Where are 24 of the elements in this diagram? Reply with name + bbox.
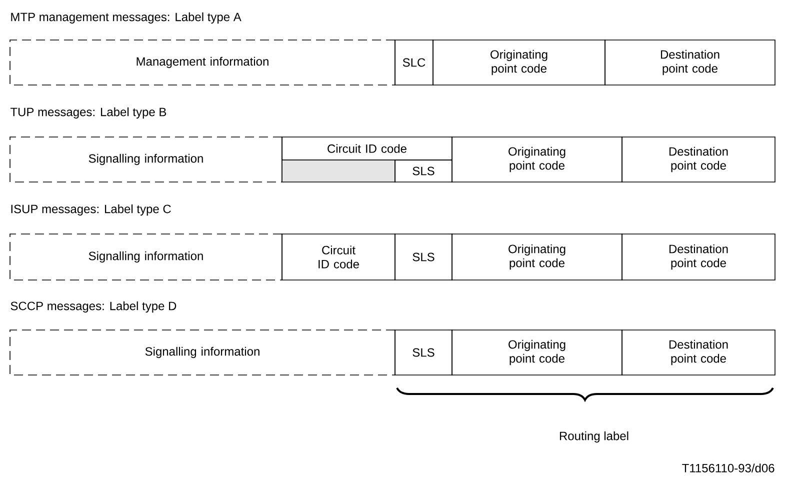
field-cell: Circuit ID code [282,234,396,280]
field-cell: SLS [394,330,452,376]
figure-code: T1156110-93/d06 [682,464,774,472]
row-heading: SCCP messages: Label type D [10,301,176,313]
field-cell: SLC [394,40,434,86]
row-heading: ISUP messages: Label type C [11,204,171,216]
data-field: Signalling information [10,136,282,182]
field-cell: Originating point code [432,40,606,86]
field-cell: Destination point code [604,40,776,86]
data-field: Signalling information [10,330,396,376]
field-cell: Destination point code [622,136,776,182]
row-heading: TUP messages: Label type B [10,107,166,119]
field-cell: Destination point code [622,330,776,376]
shaded-cell [282,160,396,182]
data-field: Management information [10,40,396,86]
field-cell: Originating point code [452,330,622,376]
brace-label: Routing label [560,431,628,443]
field-cell: SLS [394,160,452,182]
field-cell: SLS [394,234,452,280]
field-cell: Destination point code [622,234,776,280]
field-cell: Originating point code [452,136,622,182]
row-heading: MTP management messages: Label type A [11,12,242,24]
field-cell: Originating point code [452,234,622,280]
data-field: Signalling information [10,234,282,280]
